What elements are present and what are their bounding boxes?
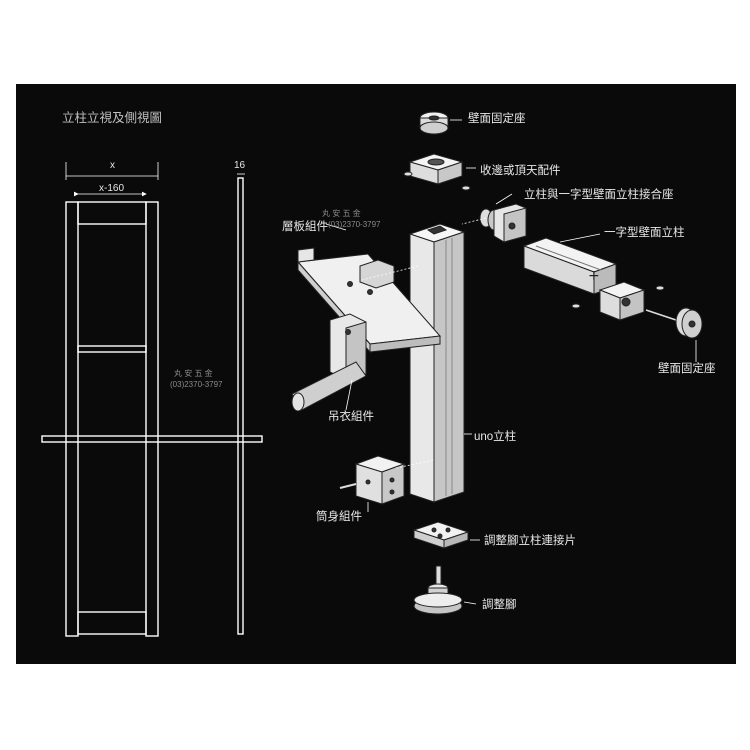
dim-x160-label: x-160 (99, 183, 124, 194)
wall-post-part: + (522, 237, 618, 295)
wall-connector-part (571, 281, 665, 321)
wall-base-top-part (419, 111, 449, 135)
hanger-assembly-part (291, 313, 367, 412)
label-adjust-foot: 調整腳 (482, 597, 517, 611)
label-shelf-assembly: 層板組件 (282, 219, 328, 233)
watermark-brand-2: 丸 安 五 金 (322, 208, 361, 218)
svg-text:+: + (588, 268, 600, 284)
label-uno-post: uno立柱 (474, 429, 517, 443)
wall-base-right-part (645, 307, 703, 339)
foot-connector-part (412, 521, 470, 549)
body-assembly-part (339, 455, 406, 505)
label-wall-post: 一字型壁面立柱 (604, 225, 685, 239)
uno-post-part (408, 223, 466, 503)
label-body-assembly: 筒身組件 (316, 509, 362, 523)
watermark-phone-2: (03)2370-3797 (328, 220, 381, 229)
side-view-title: 立柱立視及側視圖 (62, 110, 162, 125)
label-hanger-assembly: 吊衣組件 (328, 409, 374, 423)
label-wall-base-top: 壁面固定座 (468, 111, 526, 125)
label-wall-base-right: 壁面固定座 (658, 361, 716, 375)
watermark-brand: 丸 安 五 金 (174, 368, 213, 378)
label-foot-connector: 調整腳立柱連接片 (484, 533, 576, 547)
side-view-drawing: 立柱立視及側視圖 x x-160 16 (41, 110, 263, 637)
leader-lines (325, 119, 697, 605)
dim-16-label: 16 (234, 160, 246, 171)
label-post-joint: 立柱與一字型壁面立柱接合座 (524, 187, 674, 201)
watermark-phone: (03)2370-3797 (170, 380, 223, 389)
assembly-diagram: 立柱立視及側視圖 x x-160 16 丸 安 五 金 (03)2370-379… (41, 110, 716, 637)
exploded-assembly: + (291, 111, 703, 615)
edge-fitting-part (403, 153, 471, 191)
diagram-panel: 立柱立視及側視圖 x x-160 16 丸 安 五 金 (03)2370-379… (16, 84, 736, 664)
adjust-foot-part (413, 565, 463, 615)
dim-x-label: x (110, 160, 115, 171)
post-joint-part (479, 203, 527, 243)
label-edge-fitting: 收邊或頂天配件 (480, 163, 561, 177)
